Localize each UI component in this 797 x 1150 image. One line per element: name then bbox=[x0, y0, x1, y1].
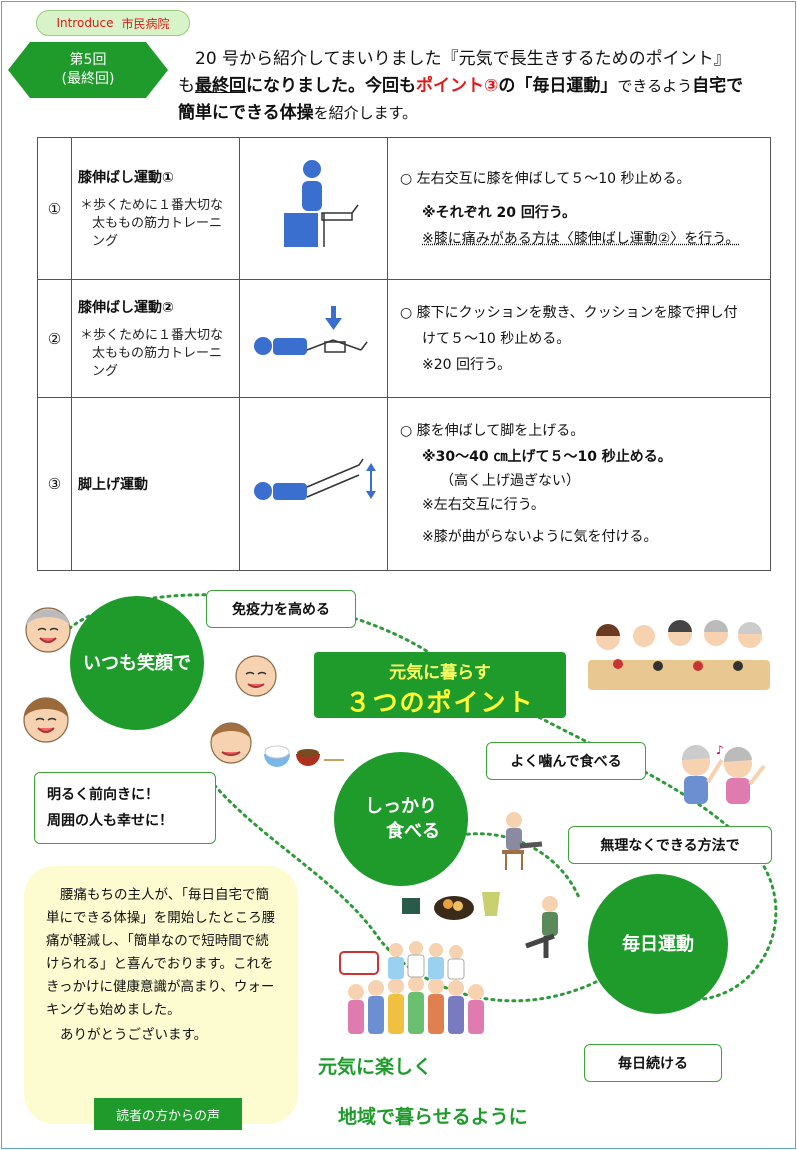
desc-line: けて５～10 秒止める。 bbox=[422, 330, 571, 347]
smiling-woman-face-icon bbox=[210, 722, 252, 764]
continue-box: 毎日続ける bbox=[584, 1044, 722, 1082]
table-row: ② 膝伸ばし運動② ＊歩くために１番大切な太ももの筋力トレーニング ○ 膝下にク… bbox=[37, 279, 771, 398]
row-number: ① bbox=[37, 137, 72, 280]
badge-en: Introduce bbox=[56, 16, 114, 30]
eat-line1: しっかり bbox=[365, 796, 437, 817]
desc-line: ○ 左右交互に膝を伸ばして５～10 秒止める。 bbox=[400, 170, 691, 187]
desc-line: ※左右交互に行う。 bbox=[422, 497, 545, 513]
genki-text: 元気に楽しく bbox=[318, 1056, 433, 1078]
exercise-title: 脚上げ運動 bbox=[78, 477, 148, 493]
exercise-title: 膝伸ばし運動② bbox=[78, 299, 174, 316]
smile-circle: いつも笑顔で bbox=[70, 596, 204, 730]
issue-label: 第5回 (最終回) bbox=[8, 42, 168, 98]
elderly-couple-stretch-icon: ♪ bbox=[681, 743, 766, 804]
title-line1: 元気に暮らす bbox=[389, 663, 491, 683]
exercise-figure bbox=[239, 279, 388, 398]
bright-line1: 明るく前向きに！ bbox=[47, 787, 159, 803]
elderly-man-face-icon bbox=[235, 655, 277, 697]
reader-voice: 腰痛もちの主人が、「毎日自宅で簡単にできる体操」を開始したところ腰痛が軽減し、「… bbox=[24, 866, 298, 1124]
rice-soup-icon bbox=[264, 745, 344, 767]
elderly-woman-face-icon bbox=[25, 607, 71, 653]
exercise-note: ＊歩くために１番大切な太ももの筋力トレーニング bbox=[80, 197, 224, 249]
exercise-figure bbox=[239, 137, 388, 280]
desc-line: ※20 回行う。 bbox=[422, 356, 512, 373]
exercise-figure bbox=[239, 397, 388, 571]
chew-box: よく噛んで食べる bbox=[486, 742, 646, 780]
easy-box: 無理なくできる方法で bbox=[568, 826, 772, 864]
voice-thanks: ありがとうございます。 bbox=[60, 1027, 208, 1043]
introduce-badge: Introduce 市民病院 bbox=[36, 10, 190, 36]
issue-number: 第5回 bbox=[69, 52, 107, 68]
desc-line: ※30～40 ㎝上げて５～10 秒止める。 bbox=[422, 449, 672, 465]
badge-jp: 市民病院 bbox=[121, 16, 170, 31]
woman-face-icon bbox=[23, 697, 69, 743]
desc-line: ※それぞれ 20 回行う。 bbox=[422, 204, 577, 221]
healthy-meal-icon bbox=[402, 892, 500, 920]
title-line2: ３つのポイント bbox=[345, 688, 535, 717]
leg-raise-figure bbox=[253, 458, 376, 500]
intro-text: 20 号から紹介してまいりました『元気で長生きするためのポイント』 も最終回にな… bbox=[178, 49, 744, 123]
exercise-title: 膝伸ばし運動① bbox=[78, 169, 174, 186]
bright-line2: 周囲の人も幸せに！ bbox=[47, 813, 173, 829]
seated-knee-extension-figure bbox=[283, 159, 359, 247]
seated-exercise-icon bbox=[502, 812, 543, 870]
three-points-title: 元気に暮らす ３つのポイント bbox=[314, 652, 566, 718]
desc-line: ※膝が曲がらないように気を付ける。 bbox=[422, 529, 658, 545]
reader-voice-label: 読者の方からの声 bbox=[94, 1098, 242, 1130]
desc-line: ※膝に痛みがある方は〈膝伸ばし運動②〉を行う。 bbox=[422, 230, 740, 247]
eat-circle: しっかり 食べる bbox=[334, 752, 468, 886]
issue-final: (最終回) bbox=[61, 71, 115, 87]
immunity-box: 免疫力を高める bbox=[206, 590, 356, 628]
desc-line: ○ 膝を伸ばして脚を上げる。 bbox=[400, 423, 585, 439]
standing-exercise-icon bbox=[525, 896, 558, 958]
family-dinner-icon bbox=[588, 620, 770, 690]
desc-line: ○ 膝下にクッションを敷き、クッションを膝で押し付 bbox=[400, 304, 738, 321]
exercise-table: ① 膝伸ばし運動① ＊歩くために１番大切な太ももの筋力トレーニング ○ 左右交互… bbox=[37, 137, 771, 571]
table-row: ① 膝伸ばし運動① ＊歩くために１番大切な太ももの筋力トレーニング ○ 左右交互… bbox=[37, 137, 771, 280]
row-number: ③ bbox=[37, 397, 72, 571]
eat-line2: 食べる bbox=[386, 821, 440, 842]
community-crowd-icon bbox=[339, 941, 484, 1034]
exercise-circle: 毎日運動 bbox=[588, 874, 728, 1014]
table-row: ③ 脚上げ運動 ○ 膝を伸ばして脚を上げる。 ※30～40 ㎝上げて５～10 秒… bbox=[37, 397, 771, 571]
community-text: 地域で暮らせるように bbox=[338, 1106, 528, 1128]
bright-box: 明るく前向きに！ 周囲の人も幸せに！ bbox=[34, 772, 216, 844]
lying-cushion-press-figure bbox=[253, 305, 368, 355]
exercise-note: ＊歩くために１番大切な太ももの筋力トレーニング bbox=[80, 327, 224, 379]
row-number: ② bbox=[37, 279, 72, 398]
voice-body: 腰痛もちの主人が、「毎日自宅で簡単にできる体操」を開始したところ腰痛が軽減し、「… bbox=[46, 887, 276, 1018]
desc-line: （高く上げ過ぎない） bbox=[440, 473, 580, 489]
svg-text:♪: ♪ bbox=[716, 743, 724, 757]
